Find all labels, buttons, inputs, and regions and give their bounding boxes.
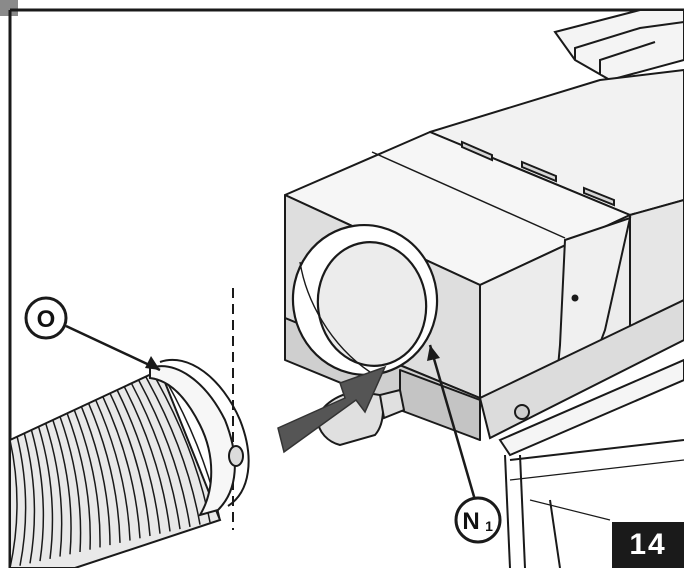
hose-rib [116,389,161,534]
hose-rib [30,429,45,562]
figure-number-badge: 14 [612,522,684,568]
hose-rib [130,382,181,530]
callout-outlet-subscript: 1 [485,518,493,534]
hose-rib [9,439,18,568]
callout-outlet: N 1 [427,344,502,544]
insertion-arrow [277,365,387,454]
upper-machine-body [553,9,684,82]
hose-rib [137,379,191,527]
callout-hose: O [24,296,161,372]
hose-rib [37,426,54,559]
svg-text:N: N [462,508,479,535]
lower-frame [478,298,684,568]
svg-text:1: 1 [485,518,493,534]
hose-rib [73,409,101,548]
callout-outlet-label: N [462,508,479,535]
hose-rib [66,413,91,550]
hose-rib [102,396,141,539]
hose-rib [80,406,111,546]
hose-rib [145,376,201,525]
hose-rib [87,403,121,543]
hose-corrugation [9,369,221,568]
hose-rib [95,399,131,541]
callout-hose-label: O [37,306,56,333]
top-ribs [461,140,615,207]
hose-rib [52,419,72,555]
hose-rib [109,393,151,537]
hose-rib [23,433,36,564]
hose-rib [123,386,171,532]
hose-rib [16,436,27,566]
hose-rib [59,416,82,553]
flexible-hose [9,358,250,568]
outlet-opening [291,223,439,377]
hose-rib [44,423,63,557]
